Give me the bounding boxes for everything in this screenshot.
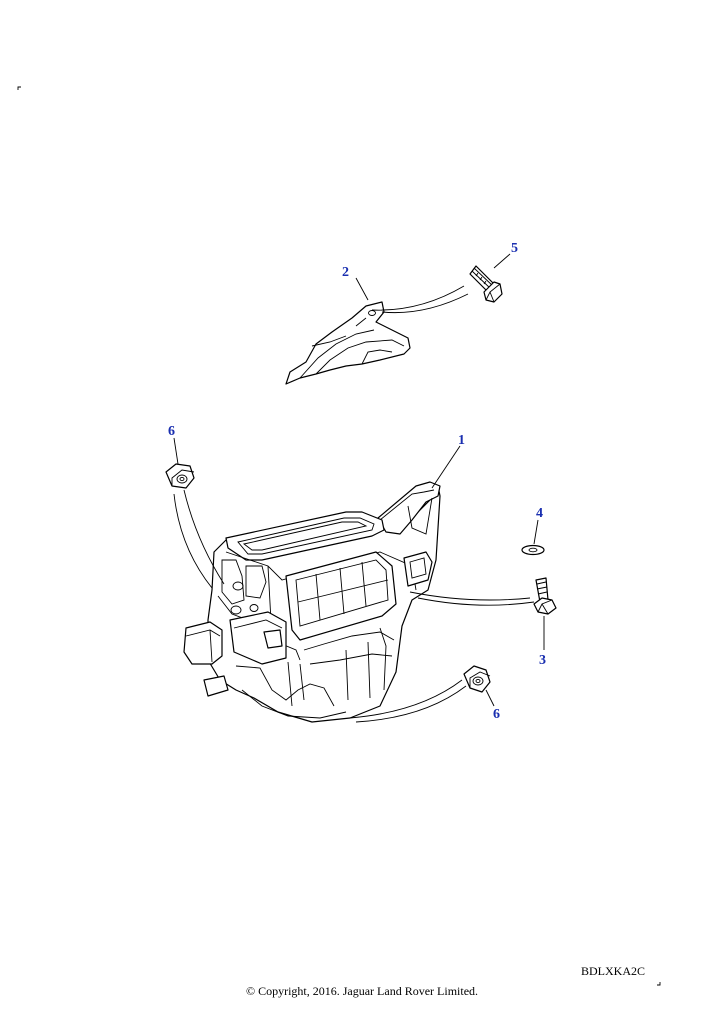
part-bolt-5 <box>469 265 503 303</box>
callout-3: 3 <box>539 653 546 668</box>
part-heater-housing <box>183 481 441 723</box>
callout-4: 4 <box>536 506 543 521</box>
corner-marks <box>17 86 661 986</box>
copyright-notice: © Copyright, 2016. Jaguar Land Rover Lim… <box>245 984 479 998</box>
callout-2: 2 <box>342 265 349 280</box>
callout-6-right: 6 <box>493 707 500 722</box>
part-bolt-3 <box>533 577 557 615</box>
part-nut-6-left <box>165 463 195 489</box>
callout-6-left: 6 <box>168 424 175 439</box>
leader-lines <box>173 253 545 723</box>
callout-5: 5 <box>511 241 518 256</box>
callout-1: 1 <box>458 433 465 448</box>
callout-labels: 1 2 3 4 5 6 6 <box>168 241 546 722</box>
diagram-reference-code: BDLXKA2C <box>581 964 646 978</box>
part-washer-4 <box>521 544 545 556</box>
part-bracket <box>285 301 411 385</box>
part-nut-6-right <box>463 665 491 693</box>
